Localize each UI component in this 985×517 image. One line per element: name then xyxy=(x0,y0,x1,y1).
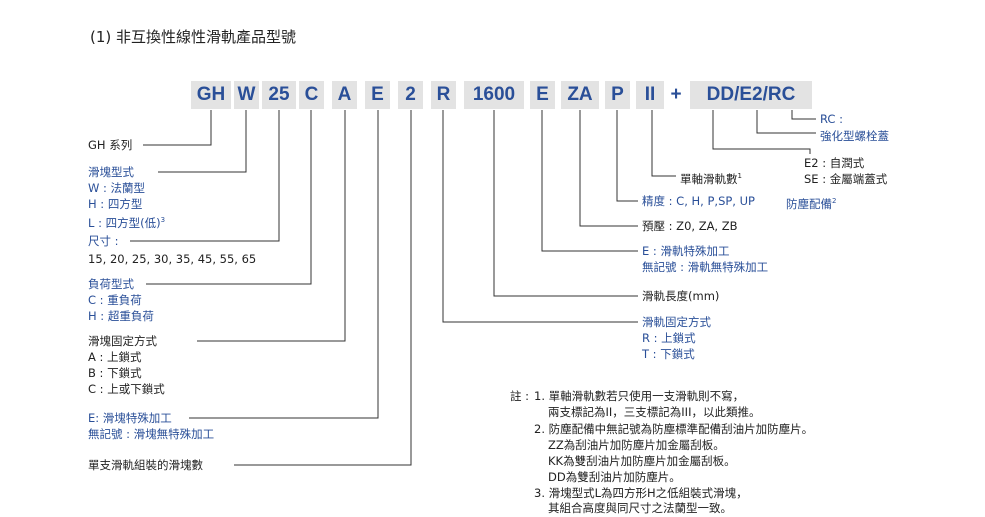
connector-e-rail xyxy=(541,110,638,252)
page-title: (1) 非互換性線性滑軌產品型號 xyxy=(90,28,297,46)
label-block-type-w: W : 法蘭型 xyxy=(88,181,146,195)
connector-gh xyxy=(143,110,212,146)
label-load-heading: 負荷型式 xyxy=(88,277,134,291)
label-load-c: C : 重負荷 xyxy=(88,293,142,307)
label-rail-mounting-r: R : 上鎖式 xyxy=(642,331,696,345)
connector-ii xyxy=(651,110,676,177)
label-mounting-c: C : 上或下鎖式 xyxy=(88,382,165,396)
connector-1600 xyxy=(493,110,638,297)
label-rail-special-e: E : 滑軌特殊加工 xyxy=(642,244,730,258)
code-part-2: 2 xyxy=(398,81,423,109)
label-series: GH 系列 xyxy=(88,138,133,152)
note-line-7: 3. 滑塊型式L為四方形H之低組裝式滑塊， xyxy=(534,486,748,500)
label-rc-code: RC : xyxy=(820,112,843,126)
connector-p xyxy=(616,110,638,202)
label-e2: E2 : 自潤式 xyxy=(804,156,865,170)
code-part-za: ZA xyxy=(561,81,599,109)
label-block-special-e: E: 滑塊特殊加工 xyxy=(88,411,172,425)
note-line-5: KK為雙刮油片加防塵片加金屬刮板。 xyxy=(548,454,736,468)
label-rail-mounting-heading: 滑軌固定方式 xyxy=(642,315,711,329)
label-rail-special-none: 無記號 : 滑軌無特殊加工 xyxy=(642,260,769,274)
label-rail-mounting-t: T : 下鎖式 xyxy=(642,347,695,361)
code-part-e2: E xyxy=(530,81,555,109)
note-line-3: 2. 防塵配備中無記號為防塵標準配備刮油片加防塵片。 xyxy=(534,422,814,436)
label-rail-count: 單軸滑軌數1 xyxy=(680,168,742,187)
label-load-h: H : 超重負荷 xyxy=(88,309,154,323)
note-line-4: ZZ為刮油片加防塵片加金屬刮板。 xyxy=(548,438,725,452)
footnote-3-marker: 3 xyxy=(160,216,166,224)
code-part-p: P xyxy=(605,81,630,109)
code-part-r: R xyxy=(431,81,456,109)
connector-w xyxy=(158,110,247,173)
code-part-1600: 1600 xyxy=(464,81,524,109)
label-accuracy: 精度 : C, H, P,SP, UP xyxy=(642,194,755,208)
code-part-gh: GH xyxy=(191,81,231,109)
connector-e xyxy=(189,110,379,419)
connector-e2 xyxy=(756,110,816,134)
code-part-accessories: DD/E2/RC xyxy=(690,81,812,109)
code-part-25: 25 xyxy=(262,81,296,109)
label-block-type-heading: 滑塊型式 xyxy=(88,165,134,179)
connector-rc xyxy=(791,110,816,120)
label-rail-length: 滑軌長度(mm) xyxy=(642,289,720,303)
connector-za xyxy=(579,110,638,227)
note-line-8: 其組合高度與同尺寸之法蘭型一致。 xyxy=(548,501,732,515)
connector-c xyxy=(146,110,312,285)
connector-25 xyxy=(130,110,280,242)
label-mounting-heading: 滑塊固定方式 xyxy=(88,334,157,348)
label-preload: 預壓 : Z0, ZA, ZB xyxy=(642,219,738,233)
label-size-values: 15, 20, 25, 30, 35, 45, 55, 65 xyxy=(88,252,257,266)
label-se: SE : 金屬端蓋式 xyxy=(804,172,888,186)
label-block-count: 單支滑軌組裝的滑塊數 xyxy=(88,458,203,472)
notes-prefix: 註 : xyxy=(510,389,530,403)
note-line-1: 1. 單軸滑軌數若只使用一支滑軌則不寫， xyxy=(534,389,745,403)
connector-2 xyxy=(234,110,412,466)
connector-a xyxy=(197,110,346,342)
label-size-heading: 尺寸 : xyxy=(88,234,119,248)
label-block-special-none: 無記號 : 滑塊無特殊加工 xyxy=(88,427,215,441)
code-part-ii: II xyxy=(636,81,664,109)
footnote-1-marker: 1 xyxy=(737,172,742,180)
code-part-a: A xyxy=(332,81,357,109)
label-mounting-a: A : 上鎖式 xyxy=(88,350,142,364)
code-part-w: W xyxy=(234,81,259,109)
label-block-type-h: H : 四方型 xyxy=(88,197,143,211)
label-rc-desc: 強化型螺栓蓋 xyxy=(820,129,889,143)
label-block-type-l-text: L : 四方型(低) xyxy=(88,215,161,230)
code-part-e: E xyxy=(365,81,390,109)
connector-r xyxy=(442,110,638,323)
footnote-2-marker: 2 xyxy=(832,197,837,205)
label-rail-count-text: 單軸滑軌數 xyxy=(680,171,738,186)
label-dust: 防塵配備2 xyxy=(786,193,836,212)
note-line-2: 兩支標記為II，三支標記為III，以此類推。 xyxy=(548,405,761,419)
connector-dd xyxy=(712,110,811,154)
code-plus: + xyxy=(670,84,682,105)
code-part-c: C xyxy=(299,81,324,109)
label-mounting-b: B : 下鎖式 xyxy=(88,366,142,380)
label-block-type-l: L : 四方型(低)3 xyxy=(88,212,165,231)
note-line-6: DD為雙刮油片加防塵片。 xyxy=(548,470,681,484)
label-dust-text: 防塵配備 xyxy=(786,196,832,211)
